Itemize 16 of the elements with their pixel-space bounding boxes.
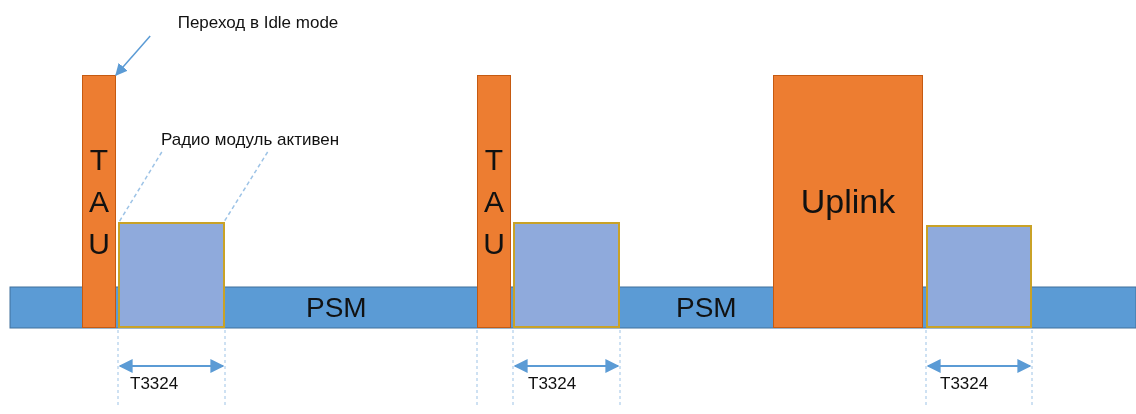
- band-label: PSM: [676, 292, 737, 324]
- active-period-box: [926, 225, 1032, 328]
- active-period-box: [118, 222, 225, 328]
- annotation-text: Радио модуль активен: [124, 128, 376, 152]
- active-period-box: [513, 222, 620, 328]
- signal-bar: TAU: [477, 75, 511, 328]
- signal-bar: Uplink: [773, 75, 923, 328]
- leader-line: [223, 151, 269, 223]
- leader-line: [115, 35, 151, 76]
- timer-label: T3324: [130, 374, 179, 394]
- timer-label: T3324: [528, 374, 577, 394]
- annotation-text: Переход в Idle mode: [148, 10, 368, 36]
- signal-bar: TAU: [82, 75, 116, 328]
- band-label: PSM: [306, 292, 367, 324]
- leader-line: [118, 151, 163, 223]
- timer-label: T3324: [940, 374, 989, 394]
